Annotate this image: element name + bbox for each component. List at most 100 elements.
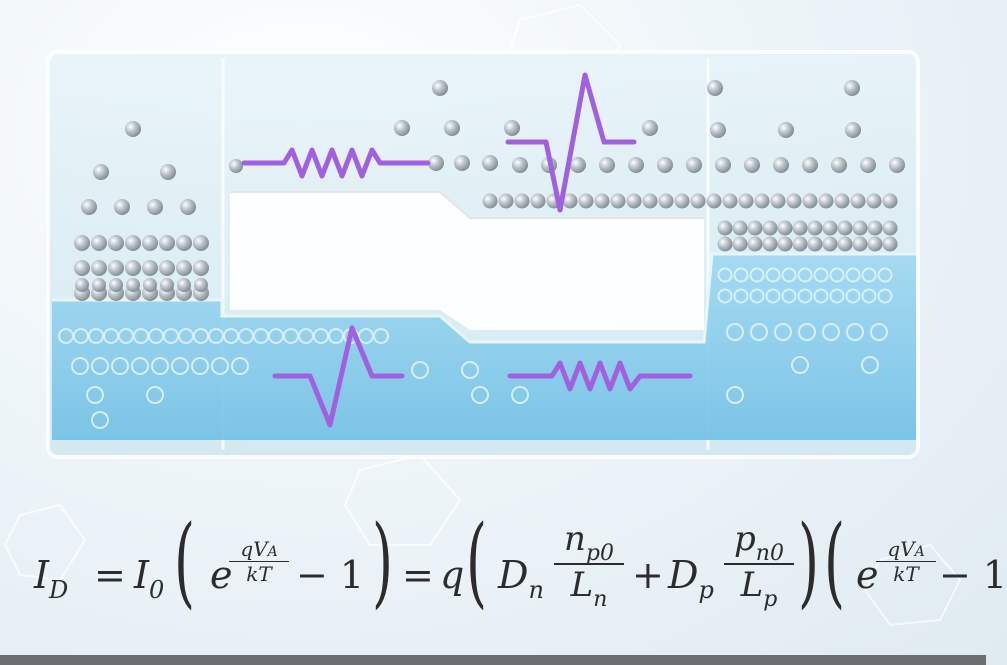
electron xyxy=(482,155,498,171)
electron xyxy=(844,80,860,96)
electron xyxy=(428,155,444,171)
electron xyxy=(482,193,498,209)
electron xyxy=(81,199,97,215)
electron xyxy=(792,236,808,252)
electron xyxy=(143,278,157,292)
electron xyxy=(498,193,514,209)
electron xyxy=(530,193,546,209)
electron xyxy=(578,193,594,209)
electron xyxy=(831,157,847,173)
hole xyxy=(131,357,149,375)
electron xyxy=(674,193,690,209)
electron xyxy=(194,278,208,292)
hole xyxy=(813,267,829,283)
pn0-over-lp: pn0 Lp xyxy=(724,519,794,612)
electron xyxy=(867,236,883,252)
electron xyxy=(394,120,410,136)
electron xyxy=(108,235,124,251)
electron xyxy=(594,193,610,209)
electron xyxy=(744,157,760,173)
equals-sign: = xyxy=(94,553,126,597)
resistor-icon xyxy=(241,147,431,179)
electron xyxy=(109,278,123,292)
hole xyxy=(822,323,840,341)
hole xyxy=(726,386,744,404)
electron xyxy=(717,220,733,236)
exp-base: e xyxy=(210,553,233,597)
plus-sign: + xyxy=(632,553,664,597)
electron xyxy=(75,278,89,292)
electron xyxy=(93,164,109,180)
open-paren: ( xyxy=(174,505,196,619)
electron xyxy=(626,193,642,209)
electron xyxy=(778,122,794,138)
electron xyxy=(738,193,754,209)
valence-band xyxy=(52,254,916,440)
hole xyxy=(211,357,229,375)
close-paren: ) xyxy=(372,505,394,619)
electron xyxy=(512,157,528,173)
electron xyxy=(747,220,763,236)
electron xyxy=(657,157,673,173)
minus-one-2: − 1 xyxy=(939,553,1007,597)
electron xyxy=(807,236,823,252)
hole xyxy=(717,288,733,304)
hole xyxy=(781,267,797,283)
electron xyxy=(74,235,90,251)
hole xyxy=(461,361,479,379)
electron xyxy=(747,236,763,252)
hole xyxy=(151,357,169,375)
open-paren-2: ( xyxy=(466,505,488,619)
electron xyxy=(114,199,130,215)
hole xyxy=(471,386,489,404)
electron xyxy=(610,193,626,209)
electron xyxy=(642,193,658,209)
hole xyxy=(845,267,861,283)
electron xyxy=(92,278,106,292)
electron xyxy=(454,155,470,171)
electron xyxy=(125,260,141,276)
electron xyxy=(432,80,448,96)
electron xyxy=(229,159,243,173)
electron xyxy=(732,220,748,236)
electron xyxy=(126,278,140,292)
electron xyxy=(142,260,158,276)
hole xyxy=(781,288,797,304)
exponent-fraction-2: qVA kT xyxy=(876,537,936,586)
hole xyxy=(733,267,749,283)
electron xyxy=(822,236,838,252)
electron xyxy=(599,157,615,173)
resistor-icon xyxy=(507,360,693,392)
electron xyxy=(642,120,658,136)
electron xyxy=(176,235,192,251)
id-symbol: I xyxy=(34,553,50,597)
hole xyxy=(765,267,781,283)
electron xyxy=(834,193,850,209)
hole xyxy=(86,386,104,404)
hole xyxy=(717,267,733,283)
hole xyxy=(750,323,768,341)
electron xyxy=(762,220,778,236)
hole xyxy=(774,323,792,341)
noise-spike-icon xyxy=(272,325,405,428)
electron xyxy=(177,278,191,292)
electron xyxy=(710,122,726,138)
hole xyxy=(749,267,765,283)
hole xyxy=(765,288,781,304)
electron xyxy=(125,235,141,251)
electron xyxy=(837,236,853,252)
electron xyxy=(180,199,196,215)
electron xyxy=(147,199,163,215)
hole xyxy=(726,323,744,341)
electron xyxy=(193,235,209,251)
q-symbol: q xyxy=(440,553,465,597)
electron xyxy=(504,120,520,136)
electron xyxy=(706,193,722,209)
electron xyxy=(176,260,192,276)
hole xyxy=(797,288,813,304)
hole xyxy=(870,323,888,341)
electron xyxy=(74,260,90,276)
electron xyxy=(818,193,834,209)
electron xyxy=(570,157,586,173)
exponent-fraction: qVA kT xyxy=(229,537,289,586)
